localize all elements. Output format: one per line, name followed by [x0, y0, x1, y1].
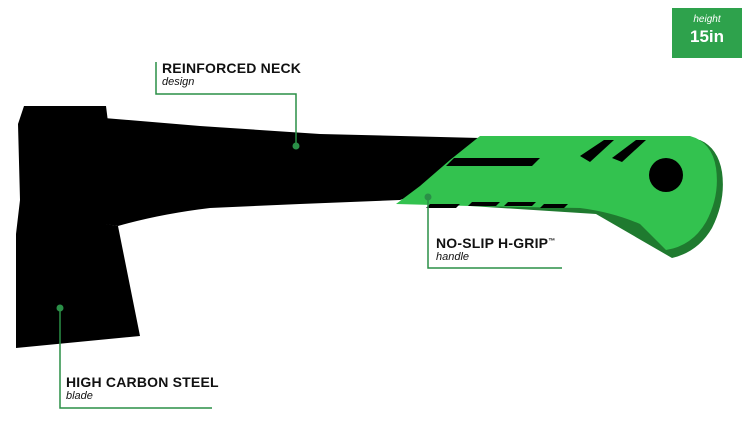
grip-subtitle: handle — [436, 251, 470, 263]
blade-callout: HIGH CARBON STEEL blade — [66, 374, 219, 402]
grip-slot — [504, 202, 536, 206]
grip-slot — [468, 202, 500, 206]
axe-head — [16, 106, 140, 348]
height-badge: height 15in — [672, 8, 742, 58]
blade-subtitle: blade — [66, 390, 93, 402]
grip-slot — [612, 140, 646, 162]
grip-slot — [426, 204, 460, 208]
trademark-symbol: ™ — [548, 238, 556, 245]
neck-leader — [155, 62, 300, 150]
blade-title: HIGH CARBON STEEL — [66, 374, 219, 390]
lanyard-hole — [649, 158, 683, 192]
grip-slot — [580, 140, 614, 162]
grip-slot — [446, 158, 540, 166]
grip-title: NO-SLIP H-GRIP — [436, 235, 549, 251]
axe-neck — [104, 118, 480, 226]
grip-slot — [540, 204, 568, 208]
blade-leader — [56, 304, 212, 409]
height-label: height — [693, 14, 721, 25]
neck-subtitle: design — [162, 76, 195, 88]
neck-callout: REINFORCED NECK design — [162, 60, 301, 88]
height-value: 15in — [689, 27, 725, 46]
grip-title-row: NO-SLIP H-GRIP™ — [436, 235, 555, 251]
grip-callout: NO-SLIP H-GRIP™ handle — [436, 235, 555, 263]
grip-leader — [424, 193, 562, 269]
neck-title: REINFORCED NECK — [162, 60, 302, 76]
